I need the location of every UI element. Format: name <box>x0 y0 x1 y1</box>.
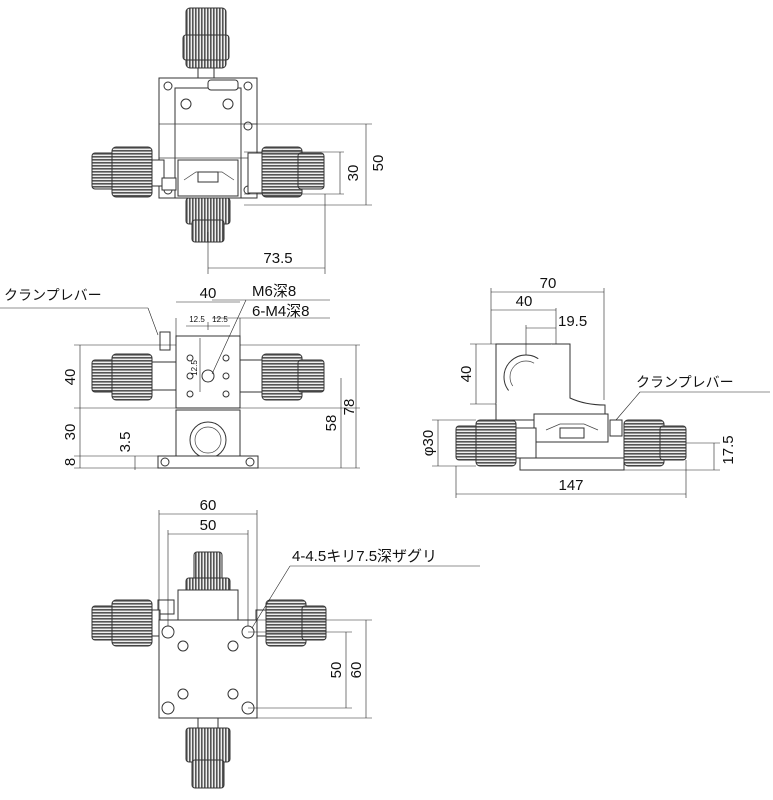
top-view-right-micrometer <box>247 146 325 198</box>
dim-12-5-b: 12.5 <box>212 315 228 324</box>
dim-12-5-a: 12.5 <box>189 315 205 324</box>
clamp-lever <box>159 331 171 351</box>
top-view-left-micrometer <box>91 146 165 198</box>
dim-3-5: 3.5 <box>117 432 134 453</box>
dim-phi30: φ30 <box>420 430 437 456</box>
side-view-base <box>519 457 625 471</box>
top-view <box>91 7 372 274</box>
hole-icon <box>177 688 189 700</box>
clamp-lever-label-front: クランプレバー <box>4 288 102 304</box>
bottom-view <box>91 510 480 789</box>
clamp-lever <box>609 419 623 437</box>
front-view-base <box>157 455 259 469</box>
m6-hole-icon <box>201 369 215 383</box>
dim-60-bottom: 60 <box>200 497 217 514</box>
front-view-right-micrometer <box>239 353 325 401</box>
counterbore-hole-icon <box>161 701 175 715</box>
lock-screw <box>161 177 177 191</box>
counterbore-hole-icon <box>161 625 175 639</box>
dim-78: 78 <box>341 399 358 416</box>
note-m4: 6-M4深8 <box>252 303 310 320</box>
hole-icon <box>227 688 239 700</box>
dim-40-front-left: 40 <box>62 369 79 386</box>
screw-icon <box>163 81 173 91</box>
dim-50-bottom: 50 <box>200 517 217 534</box>
bottom-view-base-plate <box>158 619 258 719</box>
dim-40-front-top: 40 <box>200 285 217 302</box>
bottom-view-left-micrometer <box>91 599 161 647</box>
front-view-left-micrometer <box>91 353 177 401</box>
dim-70: 70 <box>540 275 557 292</box>
dim-40-side: 40 <box>516 293 533 310</box>
screw-icon <box>243 81 253 91</box>
dim-30-front-left: 30 <box>62 424 79 441</box>
side-view-left-micrometer <box>455 419 537 467</box>
side-view-right-micrometer <box>623 419 687 467</box>
hole-icon <box>227 640 239 652</box>
dim-40-side-left: 40 <box>458 366 475 383</box>
clamp-lever <box>207 79 239 91</box>
note-m6: M6深8 <box>252 283 296 300</box>
lock-screw <box>157 599 175 615</box>
dim-60-bottom-v: 60 <box>348 662 365 679</box>
dim-12-5-v: 12.5 <box>190 360 199 376</box>
dim-58: 58 <box>323 415 340 432</box>
screw-icon <box>243 121 253 131</box>
dim-50-bottom-v: 50 <box>328 662 345 679</box>
dim-17-5: 17.5 <box>720 435 737 464</box>
front-view <box>0 299 360 470</box>
screw-icon <box>222 98 234 110</box>
note-holes: 4-4.5キリ7.5深ザグリ <box>292 548 437 565</box>
dim-73-5: 73.5 <box>263 250 292 267</box>
top-view-top-micrometer <box>182 7 230 81</box>
dim-19-5: 19.5 <box>558 313 587 330</box>
dim-50-top: 50 <box>370 155 387 172</box>
dim-147: 147 <box>558 477 583 494</box>
screw-icon <box>180 98 192 110</box>
hole-icon <box>177 640 189 652</box>
clamp-lever-label-side: クランプレバー <box>636 375 734 391</box>
side-view <box>432 288 770 498</box>
dim-8: 8 <box>62 458 79 466</box>
bottom-view-bottom-micrometer <box>185 717 231 789</box>
bottom-micrometer-end-icon <box>189 421 227 459</box>
bottom-view-right-micrometer <box>255 599 327 647</box>
dim-30-top: 30 <box>345 165 362 182</box>
